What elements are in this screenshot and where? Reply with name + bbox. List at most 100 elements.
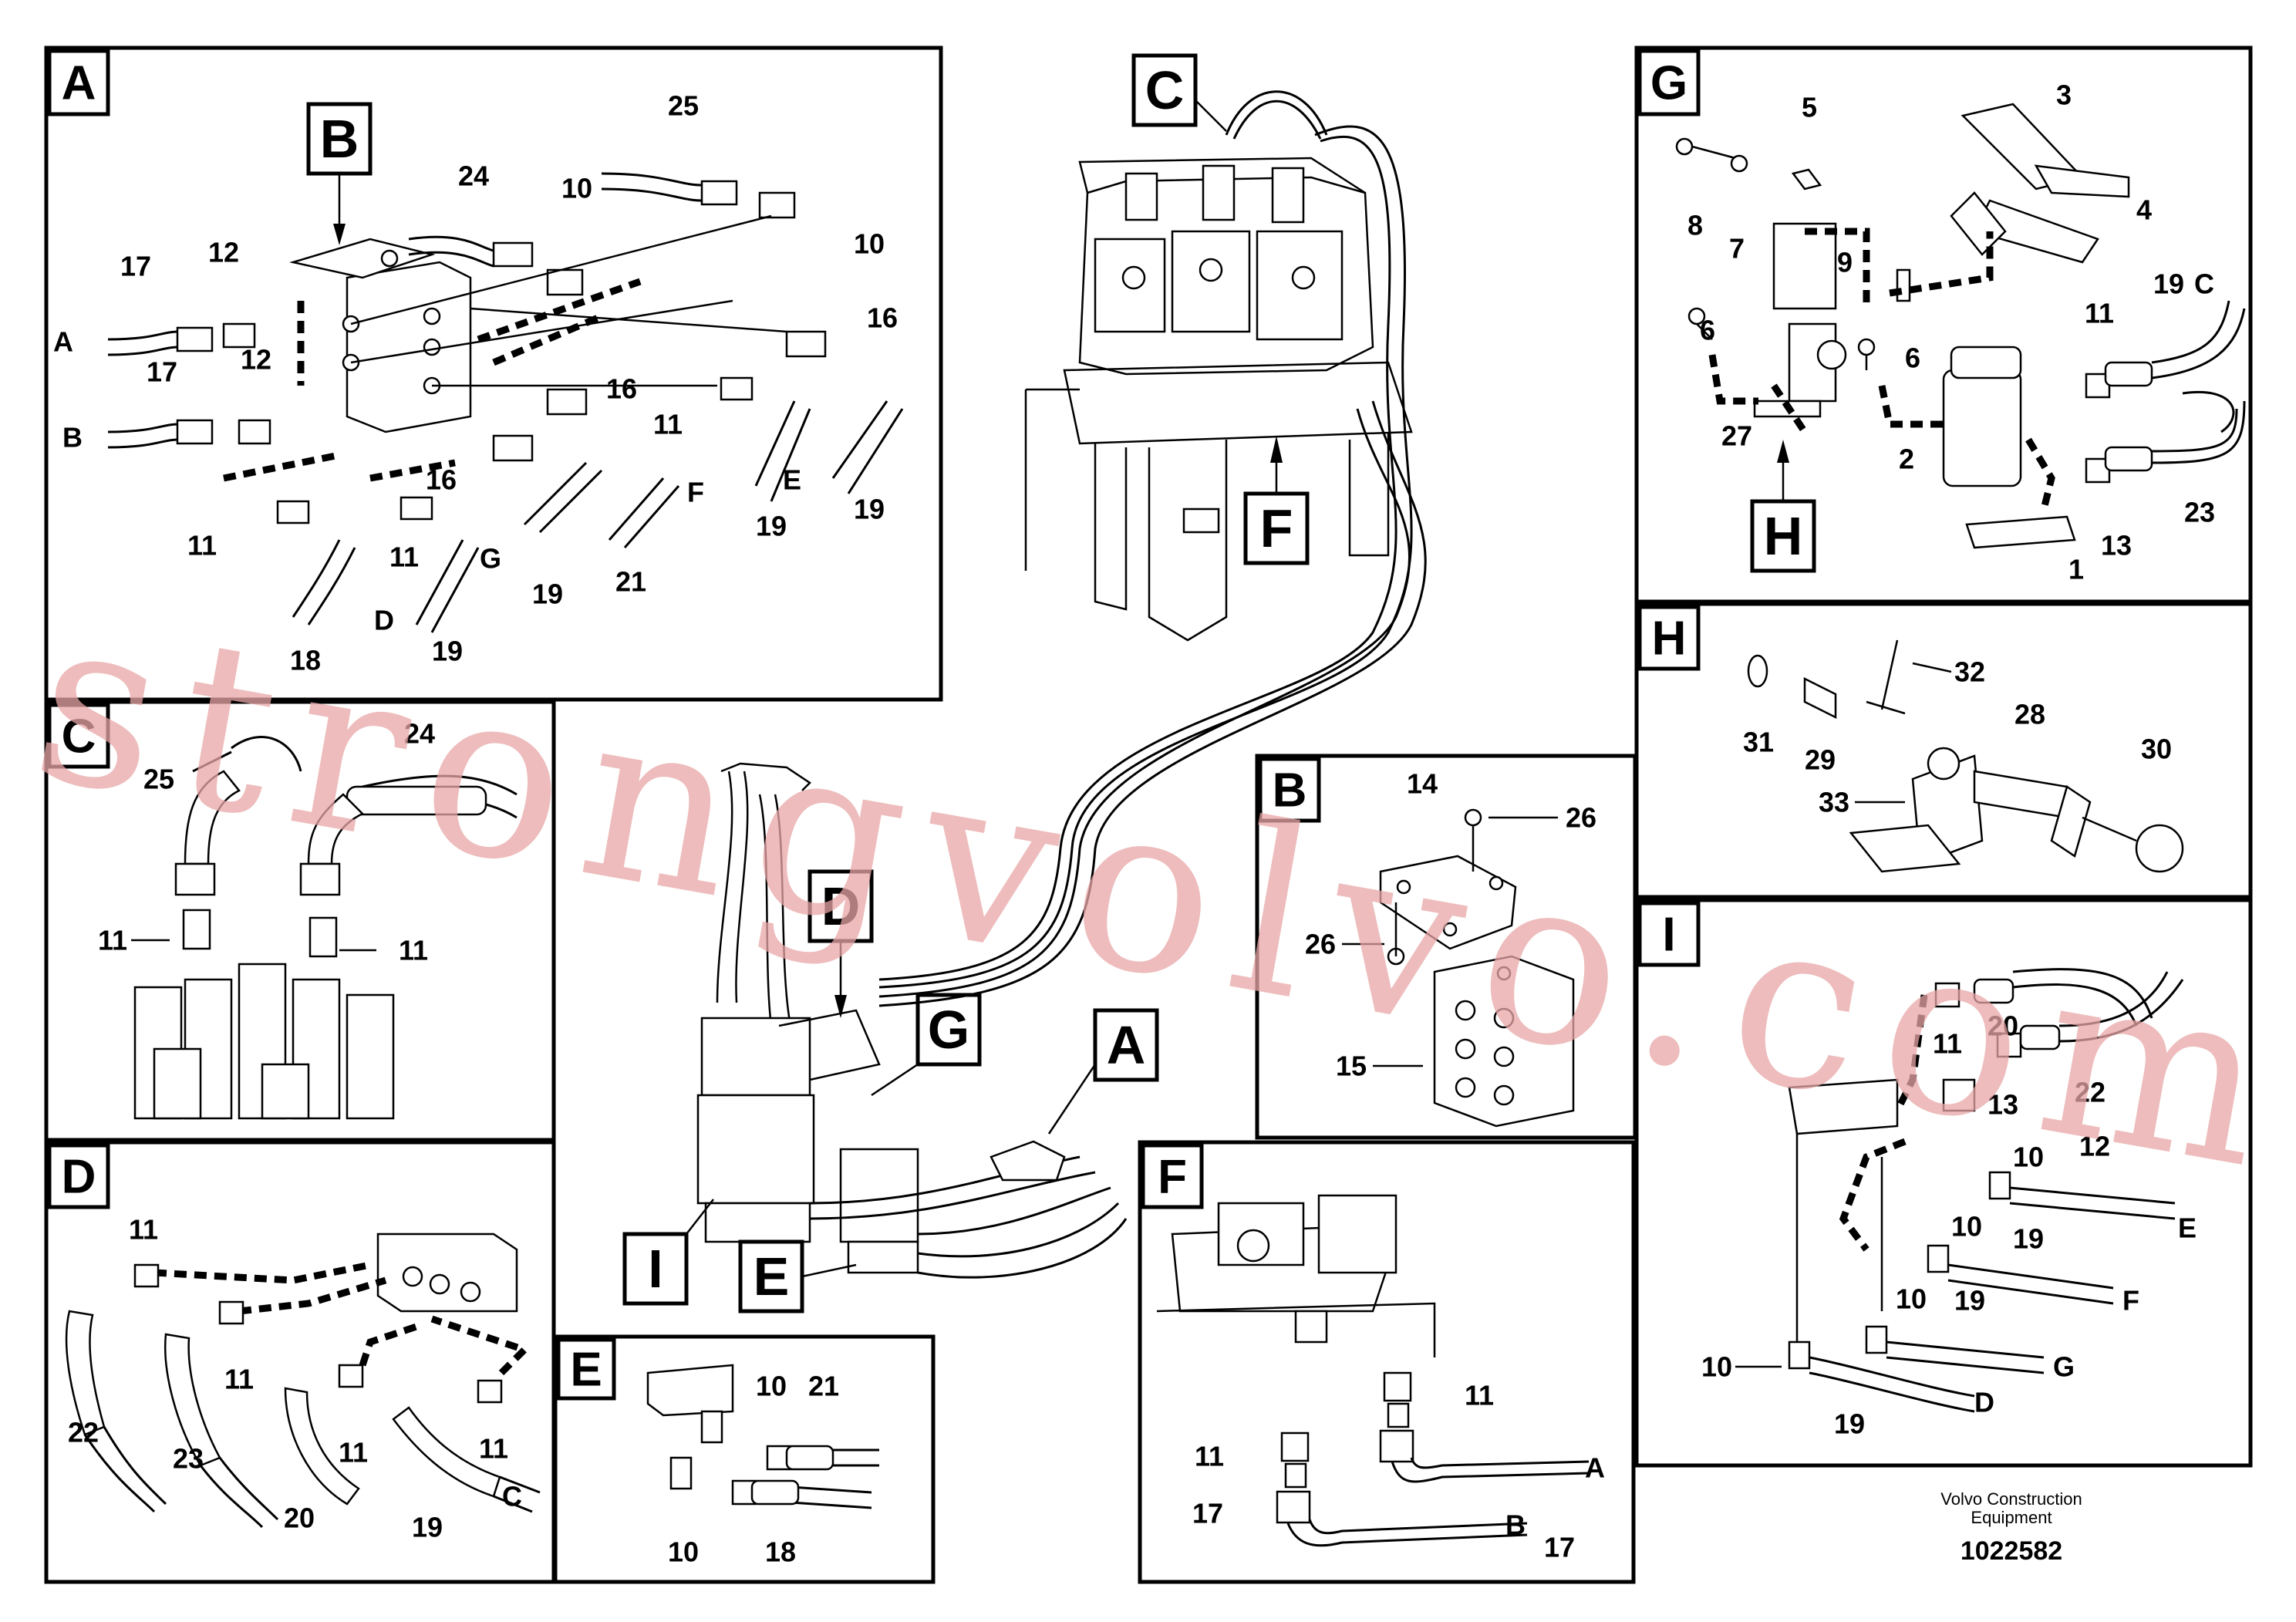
svg-text:16: 16 [426, 464, 457, 496]
panel-H-drawing [1747, 639, 2184, 873]
svg-text:26: 26 [1566, 802, 1596, 834]
svg-text:C: C [2194, 268, 2214, 300]
svg-text:21: 21 [808, 1371, 839, 1402]
svg-text:10: 10 [1701, 1351, 1732, 1383]
svg-text:28: 28 [2014, 699, 2045, 730]
svg-text:19: 19 [756, 511, 787, 542]
svg-text:E: E [570, 1344, 602, 1397]
svg-text:9: 9 [1837, 247, 1853, 278]
panel-letter-A: A [47, 49, 110, 116]
callout-H: H [1764, 506, 1803, 566]
svg-text:25: 25 [668, 90, 699, 122]
svg-text:4: 4 [2136, 194, 2152, 226]
svg-text:31: 31 [1743, 727, 1774, 758]
svg-text:11: 11 [224, 1364, 254, 1395]
svg-text:24: 24 [458, 160, 489, 192]
panel-I-drawing [1788, 968, 2184, 1413]
panel-G-labels: 5 3 8 7 4 9 19 C 6 6 11 27 2 23 13 1 H [1687, 79, 2215, 585]
svg-text:F: F [1158, 1151, 1187, 1204]
svg-text:25: 25 [143, 764, 174, 795]
panel-letter-C: C [47, 703, 110, 769]
footer: Volvo Construction Equipment 1022582 [1940, 1489, 2082, 1566]
panel-F-labels: 11 11 17 17 A B [1192, 1380, 1605, 1563]
svg-text:27: 27 [1721, 420, 1752, 452]
svg-text:14: 14 [1407, 768, 1438, 800]
hose-bundle [878, 90, 1427, 1007]
svg-text:G: G [928, 1000, 969, 1060]
svg-text:26: 26 [1305, 929, 1336, 960]
svg-text:11: 11 [389, 541, 419, 573]
panel-B-labels: 14 26 26 15 [1305, 768, 1596, 1082]
panel-F-drawing [1156, 1194, 1590, 1547]
svg-text:F: F [2122, 1285, 2139, 1317]
panel-letter-G: G [1637, 49, 1701, 116]
svg-text:1: 1 [2068, 554, 2084, 585]
svg-text:19: 19 [854, 494, 885, 525]
svg-text:8: 8 [1687, 210, 1703, 241]
panel-letter-F: F [1141, 1143, 1204, 1209]
panel-H-labels: 32 28 30 31 29 33 [1743, 656, 2172, 818]
svg-text:17: 17 [1192, 1498, 1223, 1529]
company-name: Volvo Construction [1940, 1489, 2082, 1509]
svg-text:G: G [1650, 57, 1687, 110]
joystick-control-unit [696, 762, 1128, 1279]
panel-letter-D: D [47, 1143, 110, 1209]
svg-text:7: 7 [1729, 233, 1745, 265]
svg-text:11: 11 [1933, 1028, 1962, 1060]
svg-text:3: 3 [2056, 79, 2072, 111]
svg-text:F: F [687, 477, 704, 508]
svg-text:13: 13 [2101, 530, 2132, 561]
svg-text:12: 12 [2079, 1131, 2110, 1162]
svg-text:A: A [1585, 1452, 1605, 1484]
svg-text:23: 23 [2184, 497, 2215, 528]
svg-text:E: E [783, 464, 801, 496]
svg-text:11: 11 [1465, 1380, 1494, 1411]
svg-text:11: 11 [2085, 298, 2114, 329]
svg-text:I: I [1662, 909, 1675, 962]
svg-text:6: 6 [1905, 342, 1920, 374]
svg-text:33: 33 [1819, 787, 1849, 818]
svg-text:11: 11 [1195, 1441, 1224, 1472]
svg-text:E: E [2178, 1212, 2197, 1244]
svg-text:C: C [62, 710, 96, 764]
svg-text:F: F [1260, 498, 1293, 558]
callout-B: B [320, 109, 359, 169]
svg-text:E: E [754, 1246, 790, 1307]
svg-text:17: 17 [1544, 1532, 1575, 1563]
svg-text:16: 16 [606, 373, 637, 405]
svg-text:18: 18 [765, 1536, 796, 1568]
callout-F: F [1243, 436, 1310, 565]
panel-A-labels: 25 24 10 10 17 12 A 17 12 16 16 16 B 11 … [53, 90, 898, 676]
svg-text:18: 18 [290, 645, 321, 676]
svg-text:20: 20 [1988, 1010, 2018, 1042]
callout-E: E [738, 1239, 857, 1313]
svg-text:B: B [1505, 1509, 1526, 1541]
callout-D: D [807, 869, 874, 1018]
callout-G: G [871, 993, 982, 1097]
svg-text:12: 12 [208, 237, 239, 268]
svg-text:B: B [1273, 764, 1307, 818]
panel-letter-B: B [1258, 757, 1321, 823]
svg-text:17: 17 [120, 251, 151, 282]
svg-text:30: 30 [2141, 733, 2172, 765]
svg-text:B: B [62, 422, 83, 454]
panel-D-drawing [65, 1233, 541, 1529]
callout-C: C [1131, 53, 1227, 132]
svg-text:2: 2 [1899, 443, 1914, 475]
svg-text:19: 19 [412, 1512, 443, 1543]
svg-text:21: 21 [615, 566, 646, 598]
svg-text:11: 11 [339, 1437, 368, 1469]
svg-text:I: I [648, 1239, 663, 1299]
svg-text:11: 11 [653, 409, 683, 440]
svg-text:16: 16 [867, 302, 898, 334]
panel-letter-H: H [1637, 605, 1701, 671]
svg-text:19: 19 [1954, 1285, 1985, 1317]
svg-text:A: A [1107, 1015, 1146, 1075]
svg-text:11: 11 [399, 935, 428, 966]
svg-text:10: 10 [668, 1536, 699, 1568]
panel-C-drawing [133, 736, 518, 1120]
company-name-line2: Equipment [1971, 1508, 2052, 1527]
part-number: 1022582 [1961, 1536, 2062, 1566]
svg-text:C: C [1145, 60, 1185, 120]
